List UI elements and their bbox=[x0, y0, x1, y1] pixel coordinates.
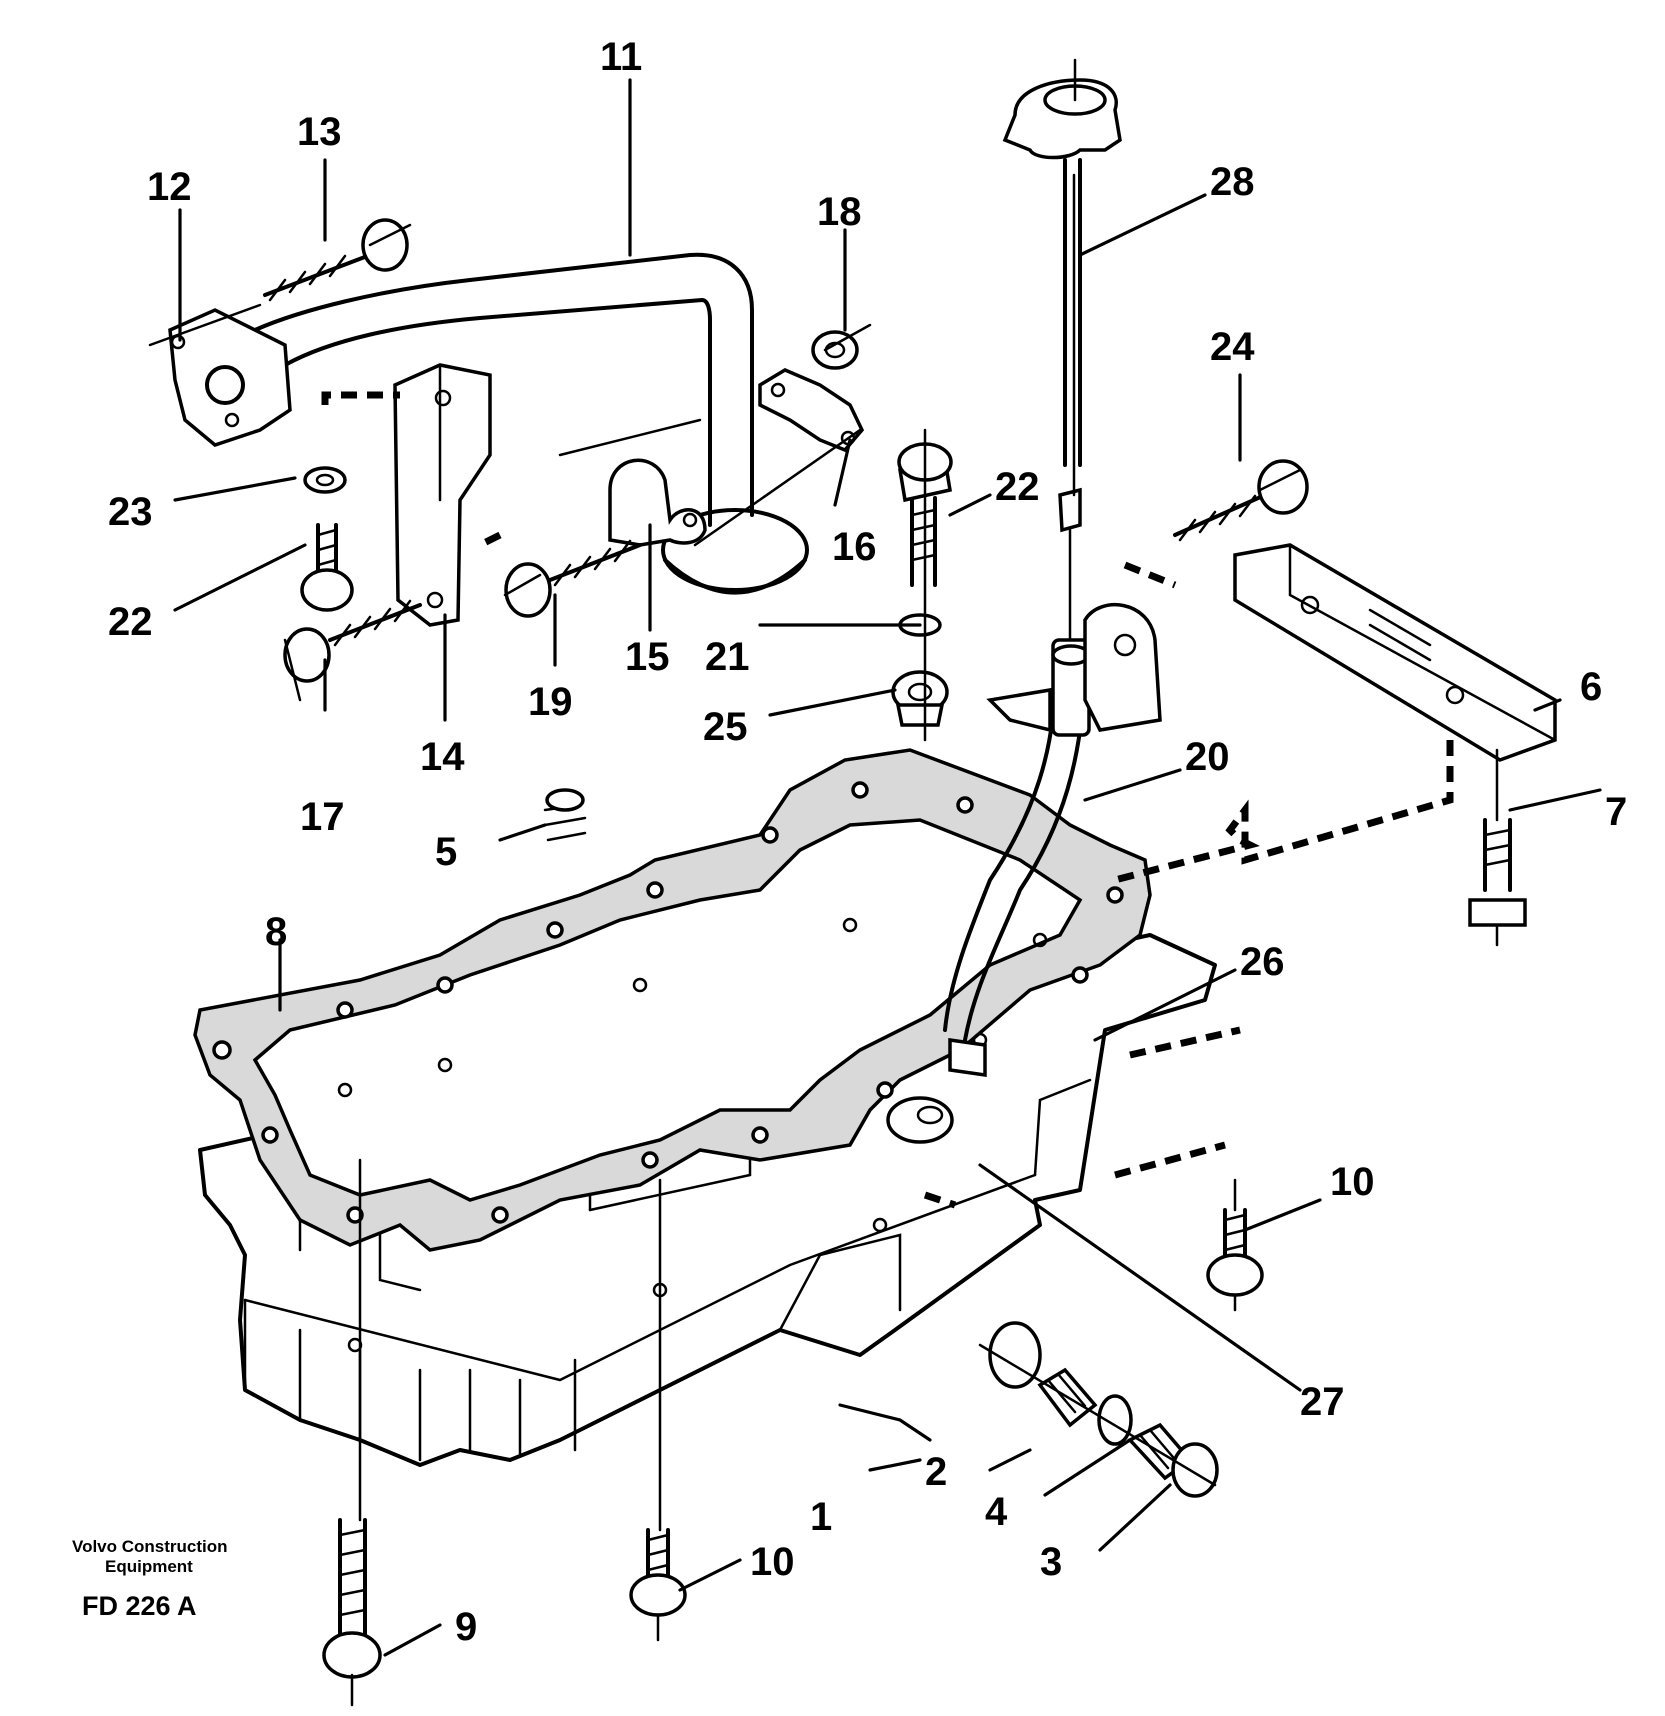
drawing-reference: FD 226 A bbox=[82, 1591, 197, 1621]
oil-suction-pipe bbox=[168, 252, 809, 595]
callout-18: 18 bbox=[817, 190, 862, 234]
bolt-19 bbox=[504, 539, 642, 618]
callout-6: 6 bbox=[1580, 665, 1602, 709]
callout-labels: 11 13 12 18 28 24 22 23 16 22 15 21 6 19… bbox=[108, 35, 1627, 1649]
callout-20: 20 bbox=[1185, 735, 1230, 779]
bolt-9 bbox=[322, 1518, 382, 1679]
stud-5 bbox=[543, 788, 587, 842]
bolt-22-left bbox=[300, 523, 354, 612]
bolt-17 bbox=[283, 599, 422, 683]
leader-lines bbox=[173, 78, 1602, 1657]
bolt-10-bottom bbox=[629, 1528, 687, 1617]
dipstick-tube bbox=[886, 603, 1162, 1144]
callout-26: 26 bbox=[1240, 940, 1285, 984]
brand-line-2: Equipment bbox=[105, 1557, 193, 1576]
callout-12: 12 bbox=[147, 165, 192, 209]
callout-23: 23 bbox=[108, 490, 153, 534]
bolt-13 bbox=[263, 218, 409, 302]
callout-9: 9 bbox=[455, 1605, 477, 1649]
callout-1: 1 bbox=[810, 1495, 832, 1539]
washer-23 bbox=[303, 466, 347, 494]
drain-plug-assembly bbox=[988, 1321, 1219, 1498]
callout-19: 19 bbox=[528, 680, 573, 724]
callout-4: 4 bbox=[985, 1490, 1008, 1534]
callout-5: 5 bbox=[435, 830, 457, 874]
callout-14: 14 bbox=[420, 735, 465, 779]
callout-3: 3 bbox=[1040, 1540, 1062, 1584]
callout-10-right: 10 bbox=[1330, 1160, 1375, 1204]
bolt-24 bbox=[1173, 459, 1309, 542]
callout-11: 11 bbox=[600, 35, 642, 79]
splash-plate bbox=[1114, 543, 1557, 884]
callout-7: 7 bbox=[1605, 790, 1627, 834]
callout-28: 28 bbox=[1210, 160, 1255, 204]
callout-10-bottom: 10 bbox=[750, 1540, 795, 1584]
bolt-7 bbox=[1468, 818, 1527, 927]
bolt-10-right bbox=[1206, 1208, 1264, 1297]
clamp-plate bbox=[758, 368, 865, 453]
callout-15: 15 bbox=[625, 635, 670, 679]
brand-line-1: Volvo Construction bbox=[72, 1537, 228, 1556]
callout-17: 17 bbox=[300, 795, 345, 839]
nut-25 bbox=[891, 670, 949, 727]
callout-25: 25 bbox=[703, 705, 748, 749]
callout-16: 16 bbox=[832, 525, 877, 569]
callout-8: 8 bbox=[265, 910, 287, 954]
callout-2: 2 bbox=[925, 1450, 947, 1494]
callout-22-right: 22 bbox=[995, 465, 1040, 509]
callout-27: 27 bbox=[1300, 1380, 1345, 1424]
dipstick bbox=[1002, 78, 1122, 533]
nut-18 bbox=[811, 330, 859, 370]
callout-22-left: 22 bbox=[108, 600, 153, 644]
callout-24: 24 bbox=[1210, 325, 1255, 369]
assembly-axis-lines bbox=[148, 58, 1499, 1707]
oil-pan-gasket bbox=[193, 748, 1152, 1353]
pipe-clamp bbox=[608, 458, 707, 547]
callout-21: 21 bbox=[705, 635, 750, 679]
callout-13: 13 bbox=[297, 110, 342, 154]
drawing-caption: Volvo Construction Equipment FD 226 A bbox=[72, 1537, 228, 1621]
